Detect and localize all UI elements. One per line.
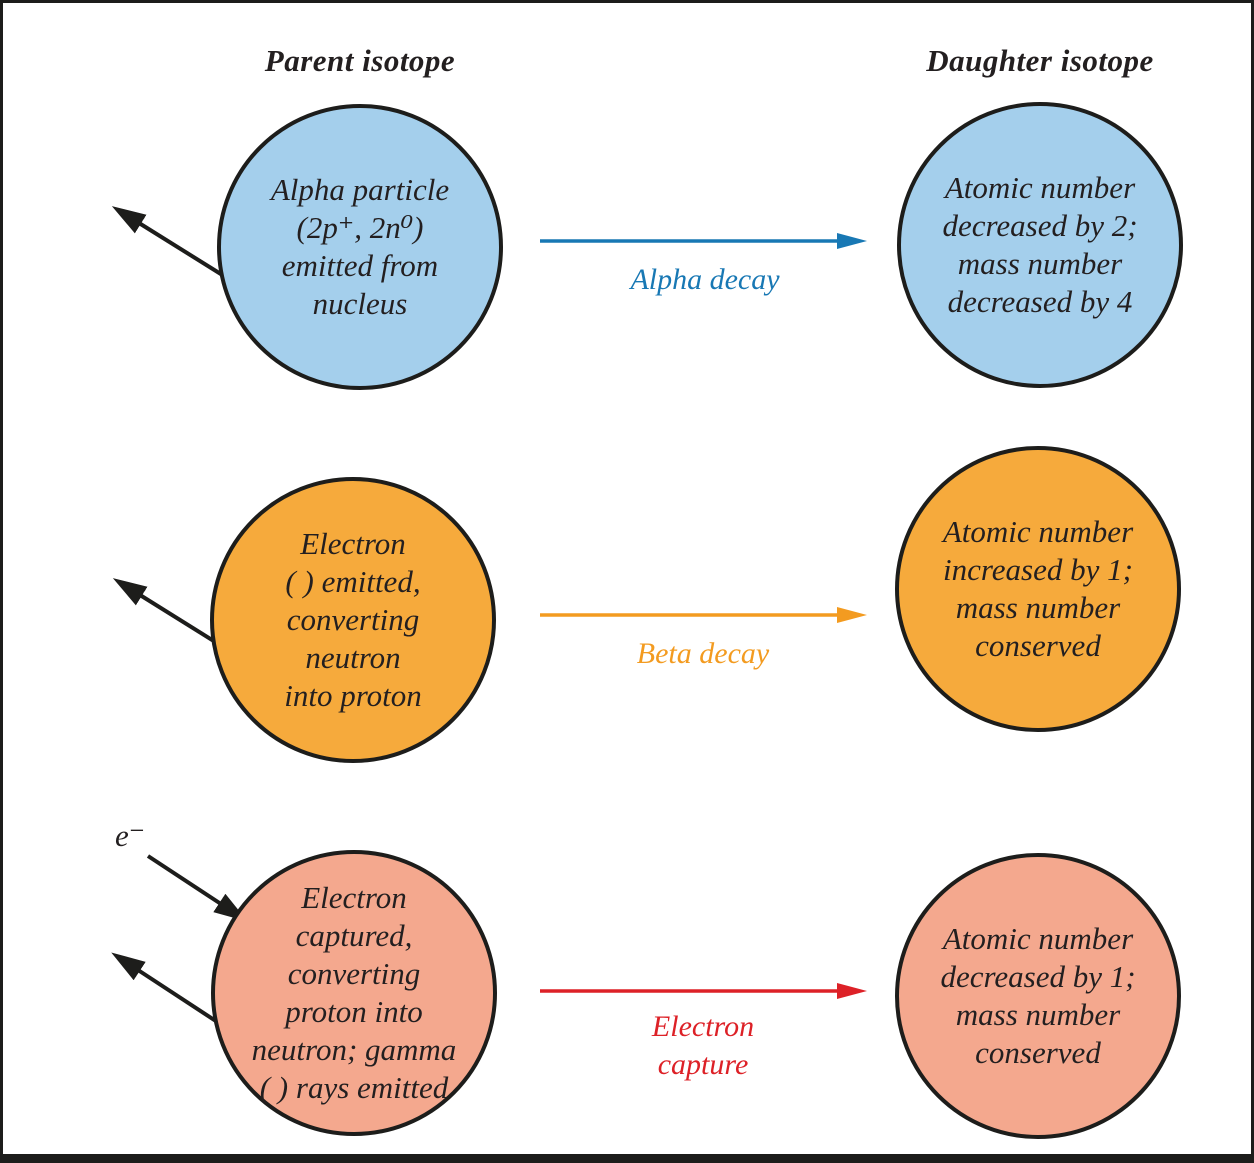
capture-daughter-circle: Atomic number decreased by 1; mass numbe…: [895, 853, 1181, 1139]
circle-text-line: emitted from: [281, 248, 439, 283]
alpha-decay-label: Alpha decay: [630, 263, 780, 296]
circle-text-line: ( ) rays emitted: [259, 1070, 449, 1105]
circle-text-line: nucleus: [312, 286, 408, 321]
circle-text-line: ( ) emitted,: [285, 564, 421, 599]
circle-text-line: decreased by 2;: [942, 208, 1138, 243]
circle-text-line: Atomic number: [942, 514, 1134, 549]
beta-parent-circle: Electron ( ) emitted, converting neutron…: [210, 477, 496, 763]
circle-text-line: increased by 1;: [943, 552, 1133, 587]
capture-daughter-text: Atomic number decreased by 1; mass numbe…: [899, 920, 1177, 1072]
alpha-daughter-text: Atomic number decreased by 2; mass numbe…: [901, 169, 1179, 321]
parent-isotope-header: Parent isotope: [264, 43, 456, 78]
circle-text-line: Electron: [301, 880, 407, 915]
circle-text-line: captured,: [295, 918, 413, 953]
beta-daughter-circle: Atomic number increased by 1; mass numbe…: [895, 446, 1181, 732]
beta-parent-text: Electron ( ) emitted, converting neutron…: [214, 525, 492, 715]
circle-text-line: neutron; gamma: [251, 1032, 457, 1067]
circle-text-line: Atomic number: [944, 170, 1136, 205]
circle-text-line: Atomic number: [942, 921, 1134, 956]
circle-text-line: Alpha particle: [270, 172, 450, 207]
circle-text-line: Electron: [300, 526, 406, 561]
capture-parent-circle: Electron captured, converting proton int…: [211, 850, 497, 1136]
circle-text-line: decreased by 1;: [940, 959, 1136, 994]
circle-text-line: mass number: [955, 997, 1121, 1032]
electron-capture-label: Electron capture: [651, 1010, 755, 1081]
circle-text-line: decreased by 4: [947, 284, 1133, 319]
beta-decay-label: Beta decay: [636, 637, 770, 670]
circle-text-line: converting: [286, 602, 420, 637]
alpha-parent-circle: Alpha particle (2p⁺, 2n⁰) emitted from n…: [217, 104, 503, 390]
beta-daughter-text: Atomic number increased by 1; mass numbe…: [899, 513, 1177, 665]
circle-text-line: conserved: [975, 628, 1101, 663]
alpha-daughter-circle: Atomic number decreased by 2; mass numbe…: [897, 102, 1183, 388]
circle-text-line: proton into: [285, 994, 423, 1029]
circle-text-line: converting: [287, 956, 421, 991]
capture-parent-text: Electron captured, converting proton int…: [215, 879, 493, 1107]
electron-capture-in-arrow: [146, 854, 248, 922]
electron-symbol-label: e⁻: [115, 818, 146, 853]
daughter-isotope-header: Daughter isotope: [926, 43, 1154, 78]
circle-text-line: mass number: [955, 590, 1121, 625]
circle-text-line: conserved: [975, 1035, 1101, 1070]
circle-text-line: mass number: [957, 246, 1123, 281]
alpha-parent-text: Alpha particle (2p⁺, 2n⁰) emitted from n…: [221, 171, 499, 323]
circle-text-line: into proton: [284, 678, 422, 713]
circle-text-line: (2p⁺, 2n⁰): [296, 210, 424, 245]
circle-text-line: neutron: [305, 640, 401, 675]
